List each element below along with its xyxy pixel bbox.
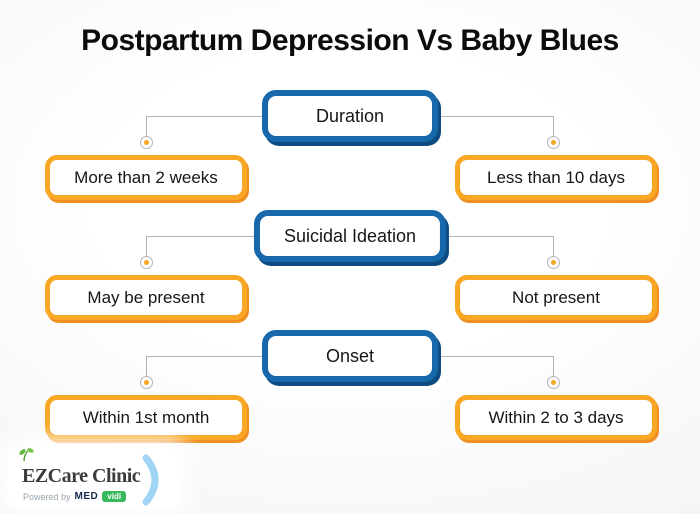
category-box-onset: Onset — [262, 330, 438, 382]
connector-node-icon — [140, 136, 153, 149]
value-box-ppd-ideation: May be present — [45, 275, 247, 320]
anchor-dot-icon — [551, 260, 556, 265]
connector-node-icon — [547, 376, 560, 389]
page-title: Postpartum Depression Vs Baby Blues — [81, 24, 619, 57]
category-box-suicidal-ideation: Suicidal Ideation — [253, 210, 447, 262]
anchor-dot-icon — [551, 140, 556, 145]
powered-by-label: Powered by — [23, 491, 71, 502]
category-box-duration: Duration — [262, 90, 438, 142]
leaf-icon — [19, 448, 34, 462]
logo-brand-row: EZCare Clinic — [16, 448, 166, 506]
connector-node-icon — [140, 256, 153, 269]
powered-row: Powered by MED vidi — [16, 491, 166, 502]
connector-vline — [553, 356, 554, 376]
logo: EZCare Clinic Powered by MED vidi — [8, 448, 181, 508]
connector-node-icon — [547, 136, 560, 149]
partner-badge: vidi — [102, 491, 127, 502]
connector-vline — [146, 116, 147, 136]
value-box-ppd-duration: More than 2 weeks — [45, 155, 247, 200]
anchor-dot-icon — [144, 140, 149, 145]
value-box-blues-onset: Within 2 to 3 days — [455, 395, 657, 440]
partner-name: MED — [74, 491, 99, 502]
anchor-dot-icon — [551, 380, 556, 385]
anchor-dot-icon — [144, 380, 149, 385]
anchor-dot-icon — [144, 260, 149, 265]
connector-vline — [553, 116, 554, 136]
connector-node-icon — [140, 376, 153, 389]
arc-icon — [142, 454, 159, 506]
value-box-blues-duration: Less than 10 days — [455, 155, 657, 200]
connector-vline — [553, 236, 554, 256]
value-box-ppd-onset: Within 1st month — [45, 395, 247, 440]
value-box-blues-ideation: Not present — [455, 275, 657, 320]
connector-vline — [146, 236, 147, 256]
brand-name: EZCare Clinic — [22, 465, 141, 487]
connector-vline — [146, 356, 147, 376]
connector-node-icon — [547, 256, 560, 269]
